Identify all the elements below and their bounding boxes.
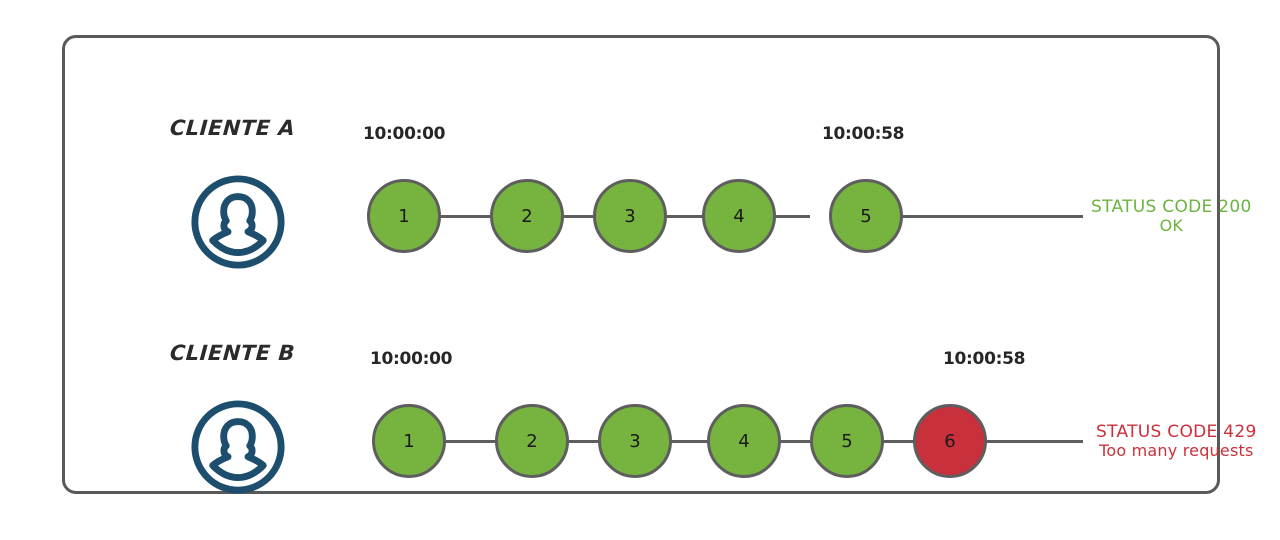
- diagram-frame: CLIENTE A 10:00:00 10:00:58 1 2: [62, 35, 1256, 496]
- request-node-b-2[interactable]: 2: [495, 404, 569, 478]
- connector-b-6-status: [953, 440, 1083, 443]
- timestamp-start-b: 10:00:00: [370, 349, 453, 369]
- timestamp-end-b: 10:00:58: [943, 349, 1026, 369]
- request-node-label: 4: [738, 430, 750, 452]
- status-badge-a: STATUS CODE 200 OK: [1091, 197, 1252, 236]
- request-node-label: 2: [526, 430, 538, 452]
- request-node-label: 3: [624, 205, 636, 227]
- client-b-label: CLIENTE B: [169, 341, 296, 365]
- status-code-line: STATUS CODE 200: [1091, 197, 1252, 217]
- request-node-a-4[interactable]: 4: [702, 179, 776, 253]
- request-node-a-2[interactable]: 2: [490, 179, 564, 253]
- status-badge-b: STATUS CODE 429 Too many requests: [1096, 422, 1257, 461]
- status-text-line: OK: [1159, 216, 1184, 236]
- timestamp-end-a: 10:00:58: [822, 124, 905, 144]
- connector-a-1-2: [428, 215, 501, 218]
- user-avatar-icon: [189, 398, 287, 496]
- connector-b-1-2: [433, 440, 506, 443]
- request-node-label: 1: [403, 430, 415, 452]
- request-node-a-3[interactable]: 3: [593, 179, 667, 253]
- timestamp-start-a: 10:00:00: [363, 124, 446, 144]
- connector-a-3-4: [634, 215, 707, 218]
- request-node-label: 6: [944, 430, 956, 452]
- client-a-label: CLIENTE A: [169, 116, 297, 140]
- request-node-label: 4: [733, 205, 745, 227]
- request-node-a-1[interactable]: 1: [367, 179, 441, 253]
- request-node-b-3[interactable]: 3: [598, 404, 672, 478]
- status-text-line: Too many requests: [1099, 441, 1254, 461]
- request-node-a-5[interactable]: 5: [829, 179, 903, 253]
- request-node-label: 5: [860, 205, 872, 227]
- request-node-b-4[interactable]: 4: [707, 404, 781, 478]
- request-node-label: 1: [398, 205, 410, 227]
- connector-a-2-3: [531, 215, 604, 218]
- request-node-label: 3: [629, 430, 641, 452]
- request-node-b-5[interactable]: 5: [810, 404, 884, 478]
- user-avatar-icon: [189, 173, 287, 271]
- request-node-label: 2: [521, 205, 533, 227]
- request-node-b-1[interactable]: 1: [372, 404, 446, 478]
- request-node-label: 5: [841, 430, 853, 452]
- connector-b-3-4: [639, 440, 712, 443]
- connector-b-2-3: [536, 440, 609, 443]
- request-node-b-6[interactable]: 6: [913, 404, 987, 478]
- status-code-line: STATUS CODE 429: [1096, 422, 1257, 442]
- connector-a-5-status: [871, 215, 1083, 218]
